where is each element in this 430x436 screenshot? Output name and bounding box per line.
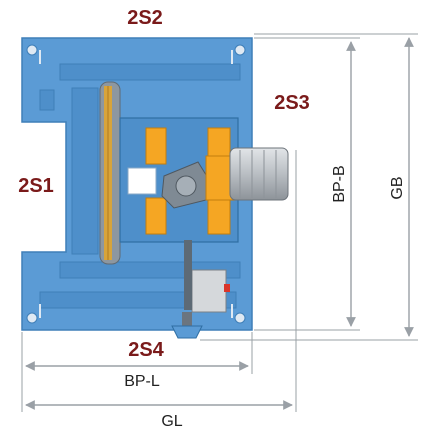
side-label-2s2: 2S2 [127,7,163,29]
dimension-label-bp-b: BP-B [331,165,348,202]
side-label-2s1: 2S1 [18,175,54,197]
dimension-label-gb: GB [389,176,406,199]
motor [205,147,289,201]
dimension-label-gl: GL [161,413,182,430]
dimension-bp-b: BP-B [254,37,360,331]
side-label-2s4: 2S4 [128,339,164,361]
mounting-hole-bottom-right [231,304,246,324]
dimension-gb: GB [200,33,418,341]
dimension-bp-l: BP-L [21,332,253,412]
mounting-hole-top-left [26,44,41,64]
dimension-gl: GL [25,150,297,430]
side-label-2s3: 2S3 [274,92,310,114]
control-box [184,240,230,313]
dimension-label-bp-l: BP-L [124,373,160,390]
mounting-hole-bottom-left [26,304,41,324]
leveling-foot [171,312,203,339]
gearbox [161,161,209,209]
mounting-hole-top-right [231,44,246,64]
rotary-disc [99,81,121,265]
